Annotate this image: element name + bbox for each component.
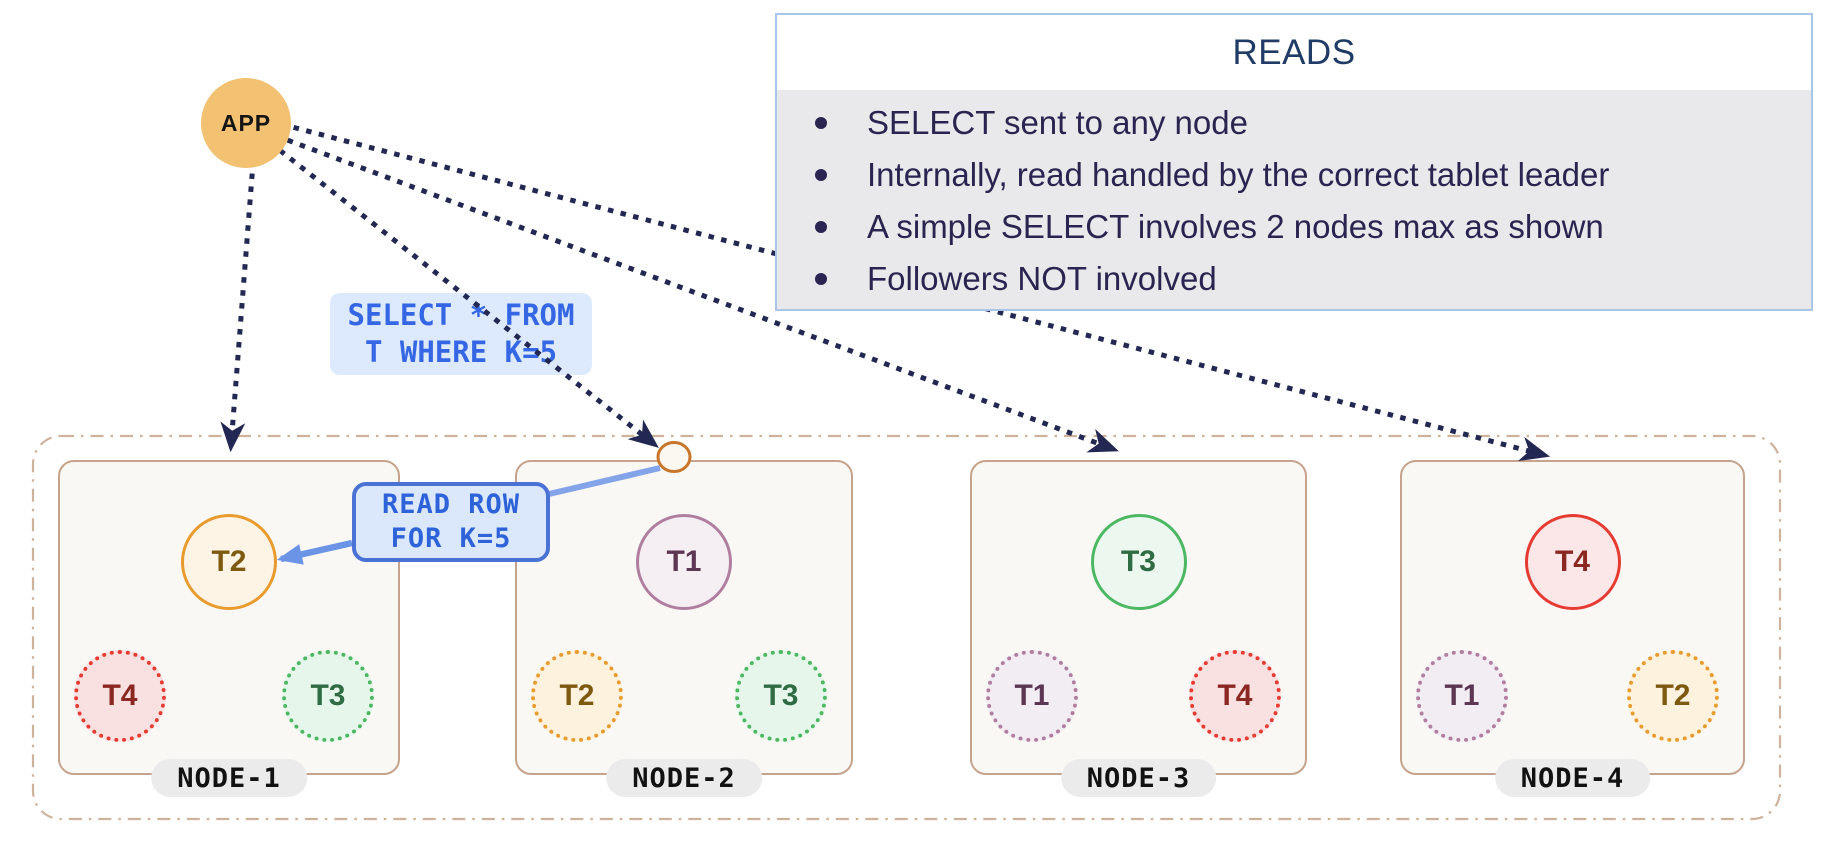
tablet-t3-follower-node1: T3 [282, 650, 374, 742]
node-3-label: NODE-3 [1060, 759, 1217, 797]
read-row-line2: FOR K=5 [390, 523, 512, 554]
select-query-line2: T WHERE K=5 [364, 335, 558, 369]
tablet-t1-follower-node4: T1 [1416, 650, 1508, 742]
tablet-t2-follower-node2: T2 [531, 650, 623, 742]
node-3-box: T3 T1 T4 NODE-3 [970, 460, 1307, 797]
bullet-dot-icon [815, 273, 827, 285]
reads-bullet-4-text: Followers NOT involved [867, 260, 1217, 297]
node-4-box: T4 T1 T2 NODE-4 [1400, 460, 1745, 797]
tablet-t4-leader-node4: T4 [1524, 514, 1621, 610]
node-1-box: T2 T4 T3 NODE-1 [58, 460, 400, 797]
bullet-dot-icon [815, 169, 827, 181]
select-query-label: SELECT * FROM T WHERE K=5 [330, 293, 592, 375]
reads-bullet-4: Followers NOT involved [815, 253, 1811, 305]
app-node: APP [201, 78, 291, 168]
tablet-t4-follower-node3: T4 [1189, 650, 1281, 742]
select-query-line1: SELECT * FROM [347, 298, 575, 332]
reads-bullet-list: SELECT sent to any node Internally, read… [777, 90, 1811, 309]
node-1-label: NODE-1 [151, 759, 307, 797]
tablet-t1-leader-node2: T1 [636, 514, 732, 610]
tablet-t2-leader-node1: T2 [181, 514, 277, 610]
tablet-t3-leader-node3: T3 [1090, 514, 1187, 610]
reads-bullet-3: A simple SELECT involves 2 nodes max as … [815, 201, 1811, 253]
node-2-box: T1 T2 T3 NODE-2 [515, 460, 853, 797]
node-4-label: NODE-4 [1494, 759, 1651, 797]
tablet-t2-follower-node4: T2 [1627, 650, 1719, 742]
reads-panel-title: READS [777, 15, 1811, 90]
reads-bullet-2-text: Internally, read handled by the correct … [867, 156, 1610, 193]
bullet-dot-icon [815, 221, 827, 233]
reads-bullet-1-text: SELECT sent to any node [867, 104, 1248, 141]
bullet-dot-icon [815, 117, 827, 129]
reads-bullet-2: Internally, read handled by the correct … [815, 149, 1811, 201]
tablet-t3-follower-node2: T3 [735, 650, 827, 742]
reads-bullet-3-text: A simple SELECT involves 2 nodes max as … [867, 208, 1604, 245]
read-row-line1: READ ROW [381, 489, 521, 520]
tablet-t1-follower-node3: T1 [986, 650, 1078, 742]
reads-info-panel: READS SELECT sent to any node Internally… [775, 13, 1813, 311]
node-2-label: NODE-2 [606, 759, 762, 797]
reads-bullet-1: SELECT sent to any node [815, 97, 1811, 149]
read-row-label: READ ROW FOR K=5 [352, 482, 550, 562]
tablet-t4-follower-node1: T4 [74, 650, 166, 742]
